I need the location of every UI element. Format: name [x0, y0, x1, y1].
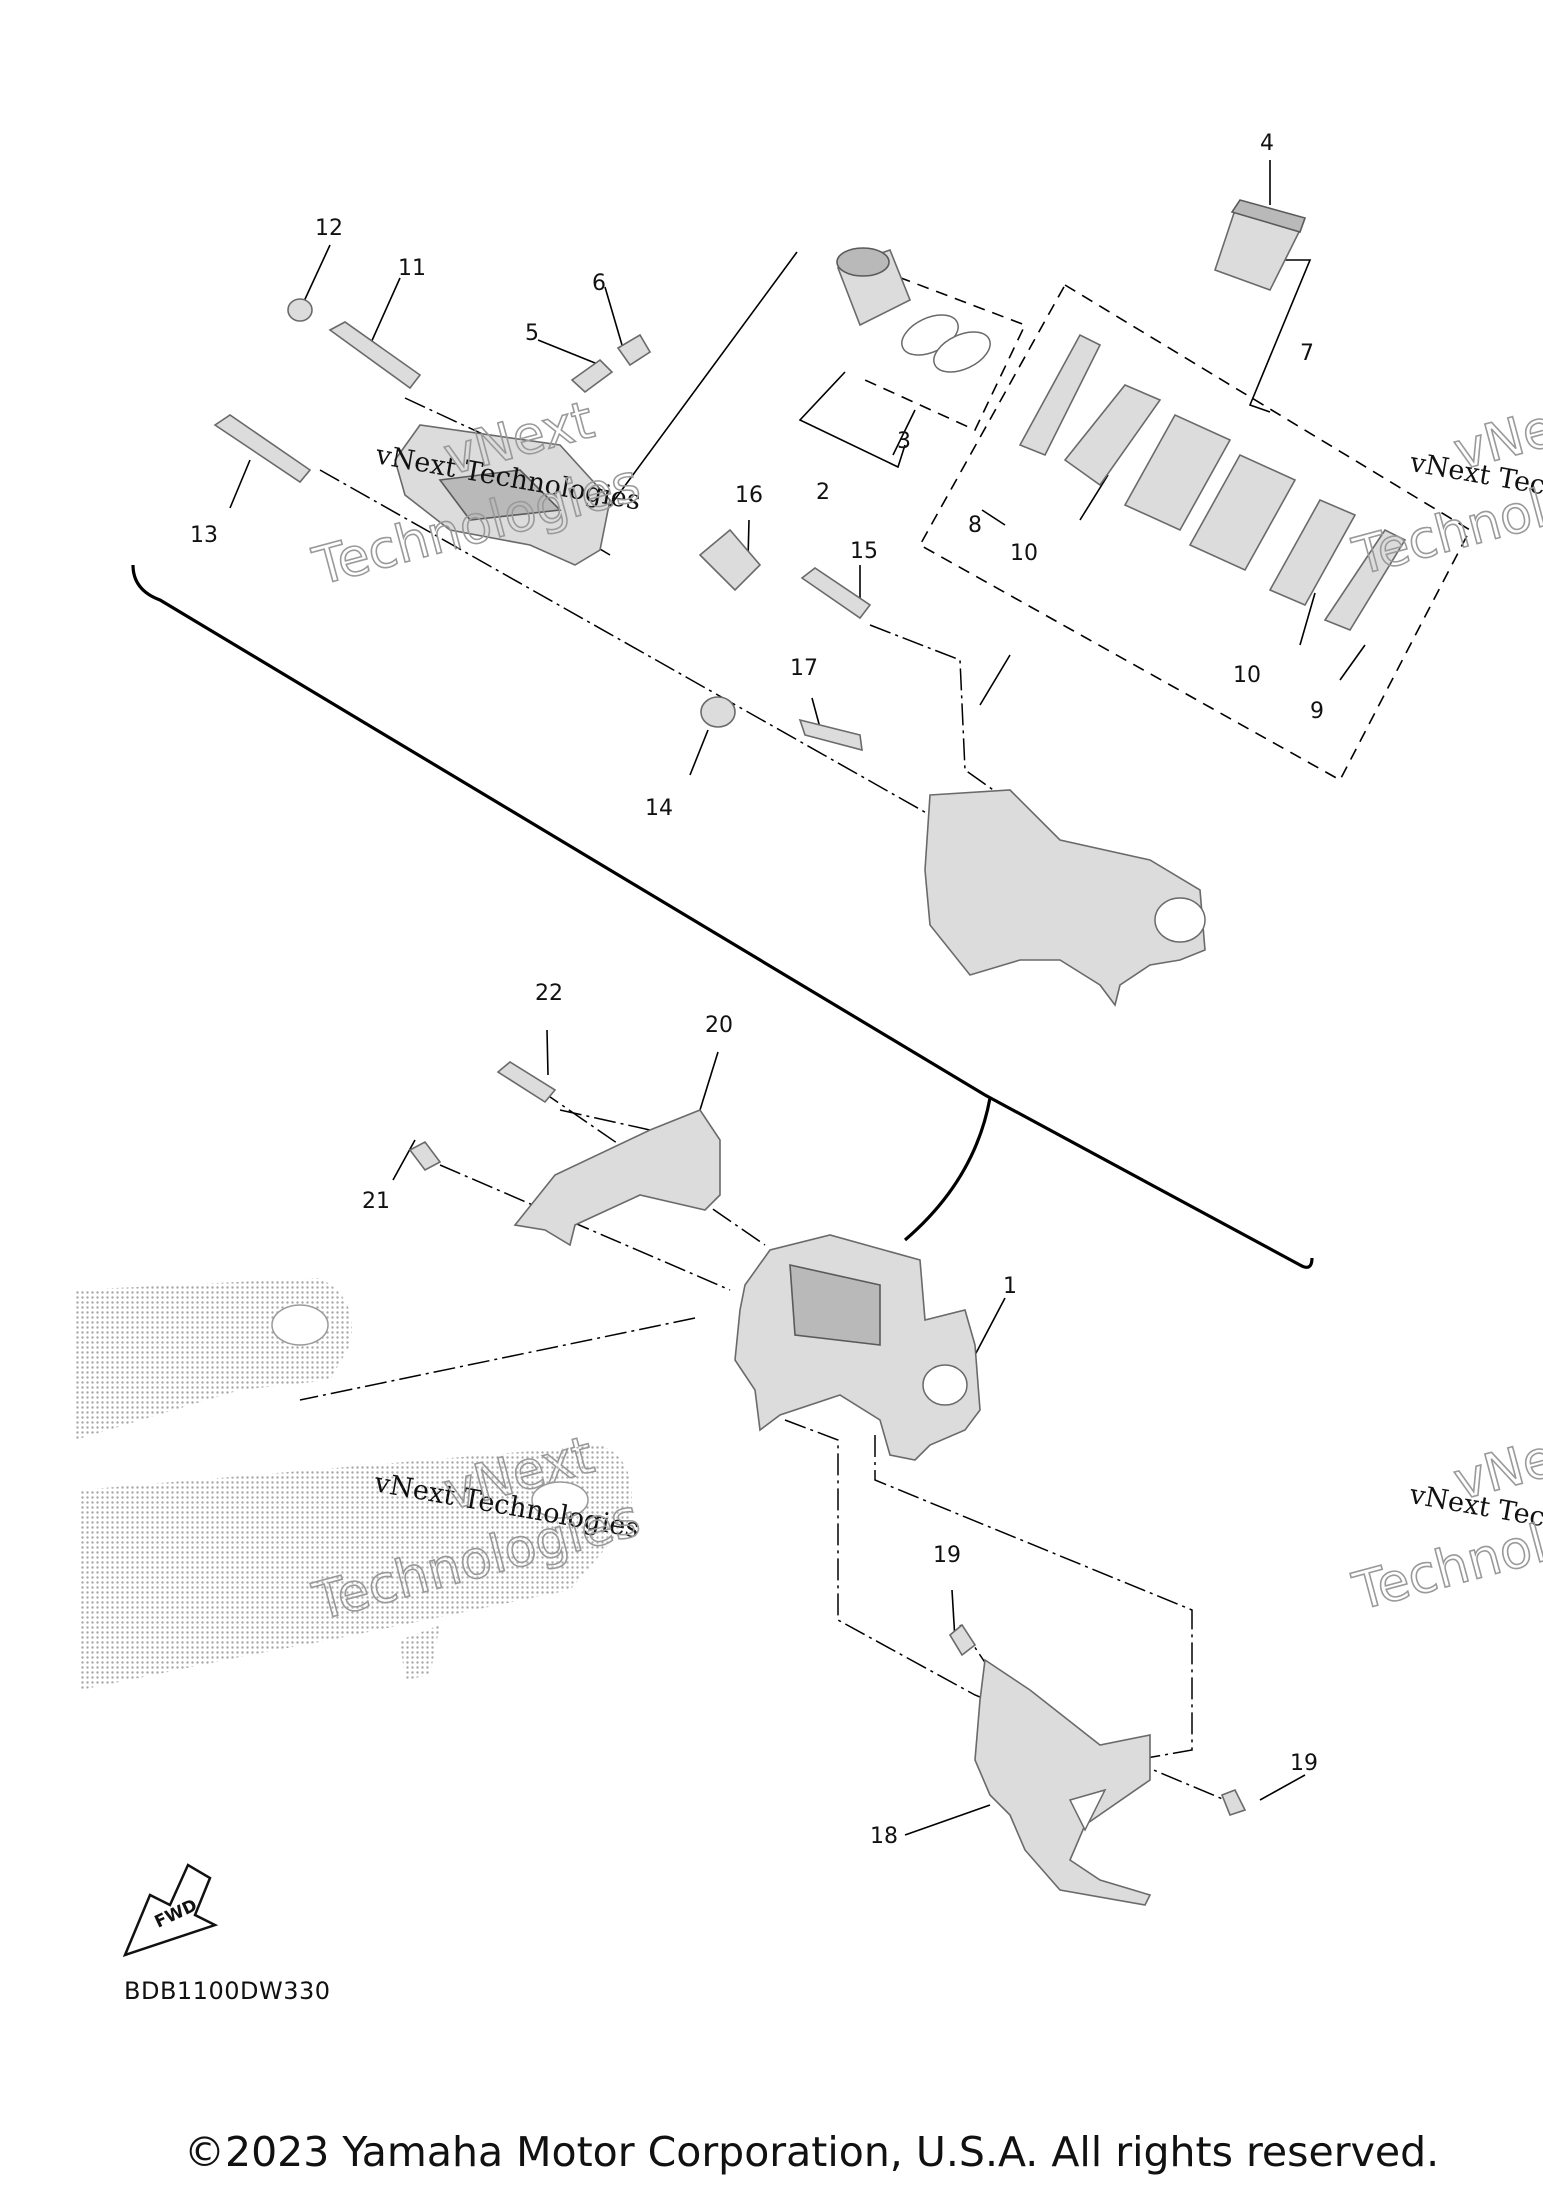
part-pin-15 [800, 567, 872, 620]
callout-21: 21 [362, 1189, 390, 1214]
part-caliper-bracket-upper [394, 424, 611, 566]
callout-3: 3 [897, 429, 911, 454]
callout-22: 22 [535, 981, 563, 1006]
copyright-notice: ©2023 Yamaha Motor Corporation, U.S.A. A… [184, 2128, 1440, 2176]
assembly-bracket [131, 564, 1314, 1269]
part-bleeder-6 [616, 333, 652, 367]
callout-labels: 1 2 3 4 5 6 7 8 9 10 10 11 12 13 14 15 1… [190, 131, 1324, 1849]
forward-arrow: FWD [122, 1863, 219, 1958]
callout-4: 4 [1260, 131, 1274, 156]
callout-7: 7 [1300, 341, 1314, 366]
callout-13: 13 [190, 523, 218, 548]
callout-11: 11 [398, 256, 426, 281]
part-bolt-22 [496, 1061, 557, 1104]
callout-14: 14 [645, 796, 673, 821]
callout-19a: 19 [933, 1543, 961, 1568]
callout-12: 12 [315, 216, 343, 241]
part-pin-5 [570, 358, 614, 394]
callout-19b: 19 [1290, 1751, 1318, 1776]
part-caliper-bracket-lower-view [924, 789, 1206, 1007]
callout-8: 8 [968, 513, 982, 538]
callout-10b: 10 [1233, 663, 1261, 688]
part-guard-20 [513, 1109, 721, 1247]
callout-5: 5 [525, 321, 539, 346]
callout-16: 16 [735, 483, 763, 508]
part-bolt-11 [328, 321, 422, 390]
seal-kit-box [864, 269, 1027, 432]
part-bolt-19-upper [948, 1623, 977, 1657]
callout-2: 2 [816, 480, 830, 505]
callout-6: 6 [592, 271, 606, 296]
watermark-outline: vNext [1448, 1415, 1543, 1512]
part-bolt-19-lower [1220, 1788, 1247, 1816]
part-clip-17 [798, 718, 863, 752]
part-boot-14 [700, 696, 736, 728]
part-boot-16 [698, 528, 762, 592]
swingarm [75, 1278, 632, 1690]
part-seals-3 [901, 314, 991, 373]
part-spring-4 [1213, 199, 1307, 291]
callout-15: 15 [850, 539, 878, 564]
part-bolt-13 [213, 414, 312, 484]
part-piston-2 [836, 247, 912, 327]
part-caliper-1 [734, 1234, 981, 1461]
part-bolt-21 [408, 1140, 442, 1172]
part-disc-guard-18 [974, 1658, 1152, 1906]
part-cap-12 [287, 298, 313, 322]
callout-20: 20 [705, 1013, 733, 1038]
diagram-code: BDB1100DW330 [124, 1977, 331, 2005]
callout-17: 17 [790, 656, 818, 681]
callout-10a: 10 [1010, 541, 1038, 566]
callout-18: 18 [870, 1824, 898, 1849]
part-pad-shims-and-pads [1018, 333, 1407, 631]
assembly-bracket-stem [903, 1097, 992, 1242]
callout-1: 1 [1003, 1274, 1017, 1299]
callout-9: 9 [1310, 699, 1324, 724]
